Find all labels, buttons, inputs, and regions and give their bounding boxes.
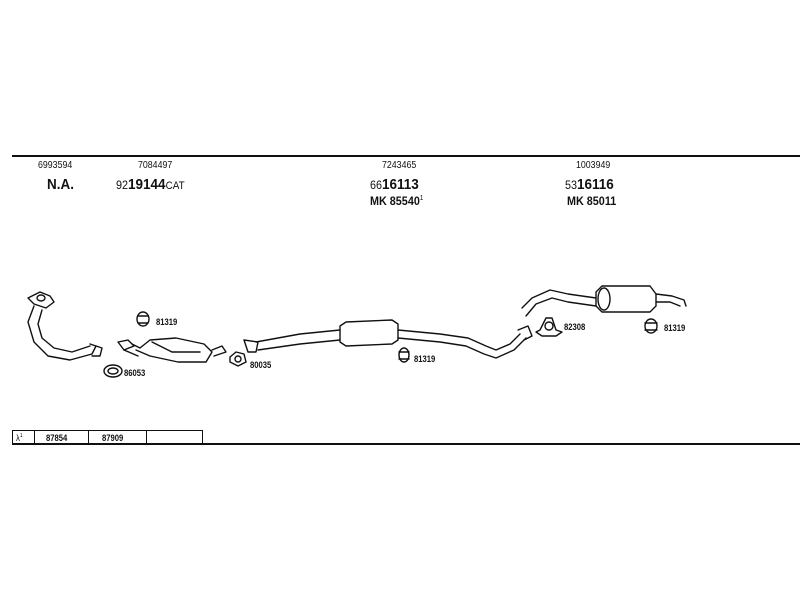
reference-table-right-border bbox=[202, 431, 203, 444]
part-label-na: N.A. bbox=[47, 176, 74, 193]
part-number-middle-silencer: 6616113 bbox=[370, 177, 419, 192]
catalytic-converter-drawing bbox=[117, 337, 227, 363]
bottom-divider bbox=[12, 443, 800, 445]
part-label-82308: 82308 bbox=[564, 322, 586, 332]
part-label-81319-front: 81319 bbox=[156, 317, 178, 327]
part-number-prefix: 53 bbox=[565, 178, 578, 192]
mk-superscript: 1 bbox=[419, 195, 424, 202]
part-ref-7243465: 7243465 bbox=[382, 160, 417, 171]
gasket-80035-drawing bbox=[229, 351, 247, 367]
reference-cell-87854: 87854 bbox=[46, 433, 68, 443]
part-number-prefix: 92 bbox=[116, 178, 129, 192]
mk-label: MK 85540 bbox=[370, 194, 420, 208]
part-ref-7084497: 7084497 bbox=[138, 160, 173, 171]
clamp-81319-rear-drawing bbox=[644, 318, 658, 334]
front-pipe-drawing bbox=[27, 291, 103, 361]
lambda-symbol: λ bbox=[16, 433, 20, 443]
reference-table-left-border bbox=[12, 431, 13, 444]
clamp-81319-middle-drawing bbox=[398, 347, 410, 363]
mk-number-85011: MK 85011 bbox=[567, 194, 617, 208]
part-ref-6993594: 6993594 bbox=[38, 160, 73, 171]
mk-number-85540: MK 855401 bbox=[370, 195, 423, 207]
part-label-80035: 80035 bbox=[250, 360, 272, 370]
top-divider bbox=[12, 155, 800, 157]
lambda-sensor-symbol: λ1 bbox=[16, 433, 23, 443]
part-label-81319-rear: 81319 bbox=[664, 323, 686, 333]
rubber-mount-82308-drawing bbox=[535, 317, 563, 337]
part-number-catalyst: 9219144CAT bbox=[116, 177, 185, 192]
part-number-prefix: 66 bbox=[370, 178, 383, 192]
reference-table-divider-3 bbox=[146, 431, 147, 444]
part-number-main: 16113 bbox=[382, 176, 419, 193]
reference-table-divider-2 bbox=[88, 431, 89, 444]
part-label-81319-middle: 81319 bbox=[414, 354, 436, 364]
part-number-rear-silencer: 5316116 bbox=[565, 177, 614, 192]
ring-86053-drawing bbox=[103, 364, 123, 378]
part-label-86053: 86053 bbox=[124, 368, 146, 378]
clamp-81319-front-drawing bbox=[136, 311, 150, 327]
part-number-main: 19144 bbox=[128, 176, 166, 193]
middle-pipe-drawing bbox=[243, 319, 533, 359]
part-number-main: 16116 bbox=[577, 176, 614, 193]
reference-table-divider-1 bbox=[34, 431, 35, 444]
lambda-superscript: 1 bbox=[19, 433, 23, 439]
reference-table-top bbox=[12, 430, 203, 431]
part-ref-1003949: 1003949 bbox=[576, 160, 611, 171]
part-number-suffix: CAT bbox=[165, 180, 185, 192]
reference-cell-87909: 87909 bbox=[102, 433, 124, 443]
rear-silencer-drawing bbox=[521, 285, 687, 317]
